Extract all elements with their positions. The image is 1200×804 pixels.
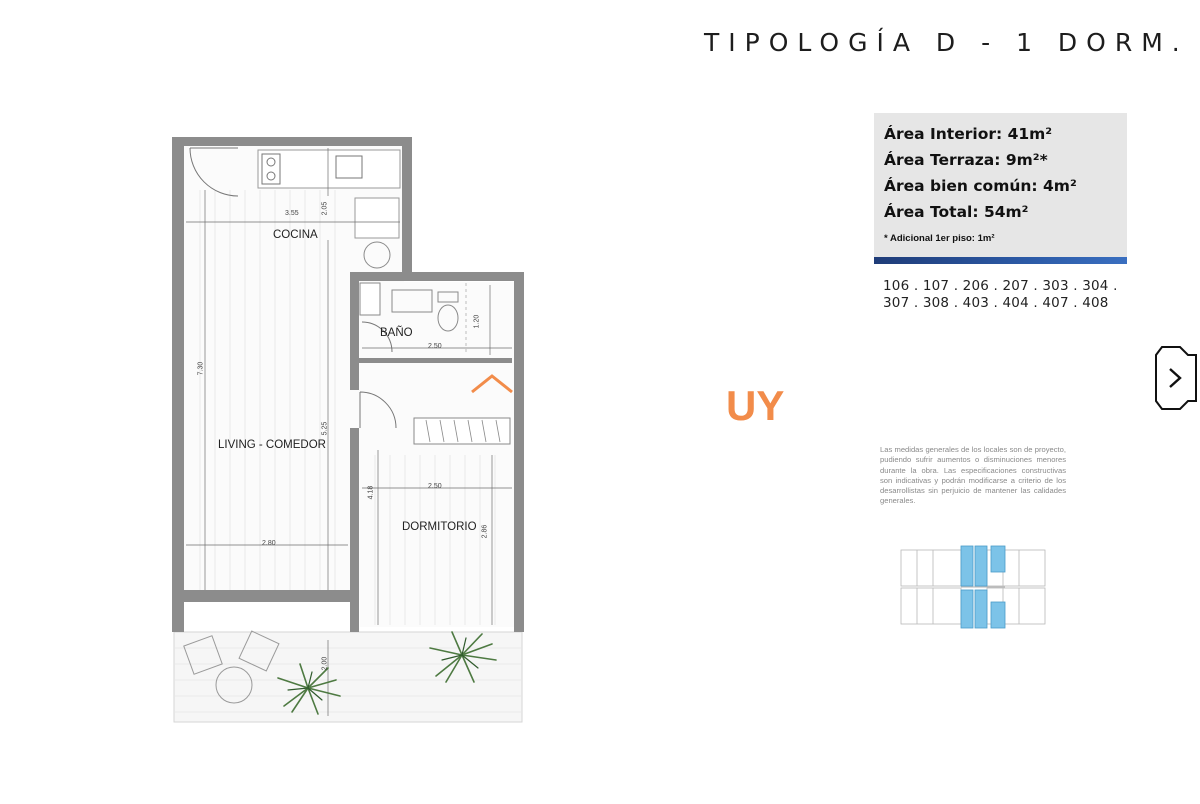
floor-plan <box>172 137 524 723</box>
chevron-right-icon <box>1155 346 1197 410</box>
dim-dorm-width: 2.50 <box>428 483 442 490</box>
area-bien-comun: Área bien común: 4m² <box>884 177 1077 195</box>
accent-bar <box>874 257 1127 264</box>
unit-list-line-2: 307 . 308 . 403 . 404 . 407 . 408 <box>883 295 1109 311</box>
key-plan <box>899 544 1049 630</box>
highlighted-units <box>960 545 1006 629</box>
dim-dorm-depth: 2.86 <box>481 524 489 539</box>
watermark-logo: UY <box>726 382 785 429</box>
room-label-dormitorio: DORMITORIO <box>402 521 477 533</box>
walls <box>172 137 524 632</box>
disclaimer-text: Las medidas generales de los locales son… <box>880 445 1066 506</box>
area-interior: Área Interior: 41m² <box>884 125 1053 143</box>
room-label-living: LIVING - COMEDOR <box>218 439 326 451</box>
dim-dorm-height: 4.18 <box>367 485 375 500</box>
dim-bath-depth: 1.20 <box>473 314 481 329</box>
dim-kitchen-depth: 2.05 <box>321 201 329 216</box>
house-logo-icon <box>471 374 513 394</box>
next-button[interactable] <box>1152 345 1198 411</box>
dim-kitchen-width: 3.55 <box>285 210 299 217</box>
room-label-cocina: COCINA <box>273 229 318 241</box>
page-title: TIPOLOGÍA D - 1 DORM. <box>704 28 1189 57</box>
terrace-deck <box>173 631 523 723</box>
room-label-bano: BAÑO <box>380 327 413 339</box>
area-info-box: Área Interior: 41m² Área Terraza: 9m²* Á… <box>874 113 1127 258</box>
dim-living-mid: 5.25 <box>321 421 329 436</box>
area-terraza: Área Terraza: 9m²* <box>884 151 1048 169</box>
dim-bath-width: 2.50 <box>428 343 442 350</box>
dim-living-width: 2.80 <box>262 540 276 547</box>
dim-terrace-depth: 2.00 <box>321 656 329 671</box>
area-note: * Adicional 1er piso: 1m² <box>884 233 995 244</box>
dim-living-height: 7.30 <box>197 361 205 376</box>
plant-icon <box>277 631 497 715</box>
area-total: Área Total: 54m² <box>884 203 1029 221</box>
unit-list-line-1: 106 . 107 . 206 . 207 . 303 . 304 . <box>883 278 1118 294</box>
